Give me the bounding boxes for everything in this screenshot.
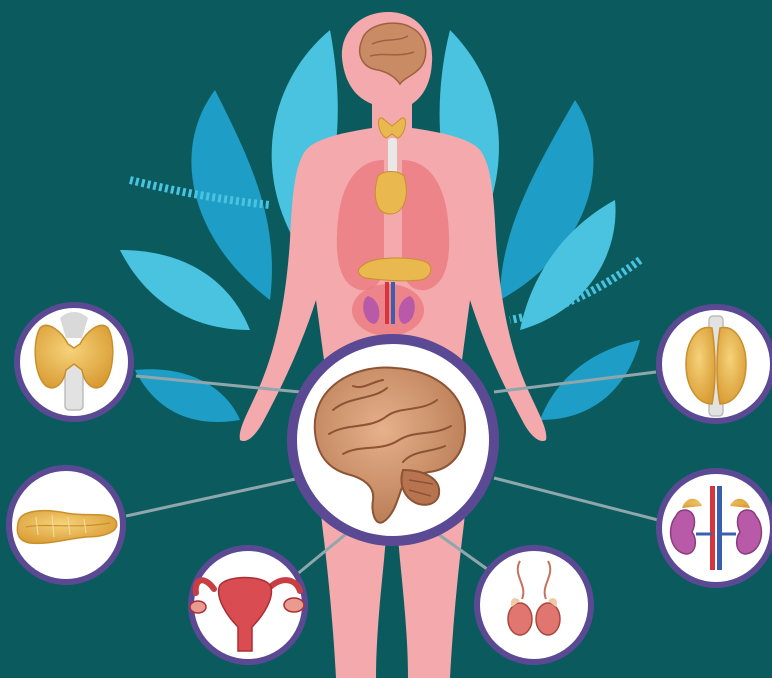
organ-node-adrenal[interactable]	[656, 468, 772, 588]
organ-node-pancreas[interactable]	[6, 465, 126, 585]
body-artery	[385, 282, 389, 324]
organ-node-brain[interactable]	[287, 334, 499, 546]
chest-thymus-icon	[375, 172, 406, 215]
organ-node-testes[interactable]	[474, 545, 594, 665]
organ-node-thyroid[interactable]	[14, 302, 134, 422]
body-vein	[391, 282, 395, 324]
trachea	[388, 138, 397, 174]
organ-node-ovaries[interactable]	[188, 545, 308, 665]
abdomen-pancreas-icon	[359, 258, 431, 281]
organ-node-thymus[interactable]	[656, 304, 772, 424]
